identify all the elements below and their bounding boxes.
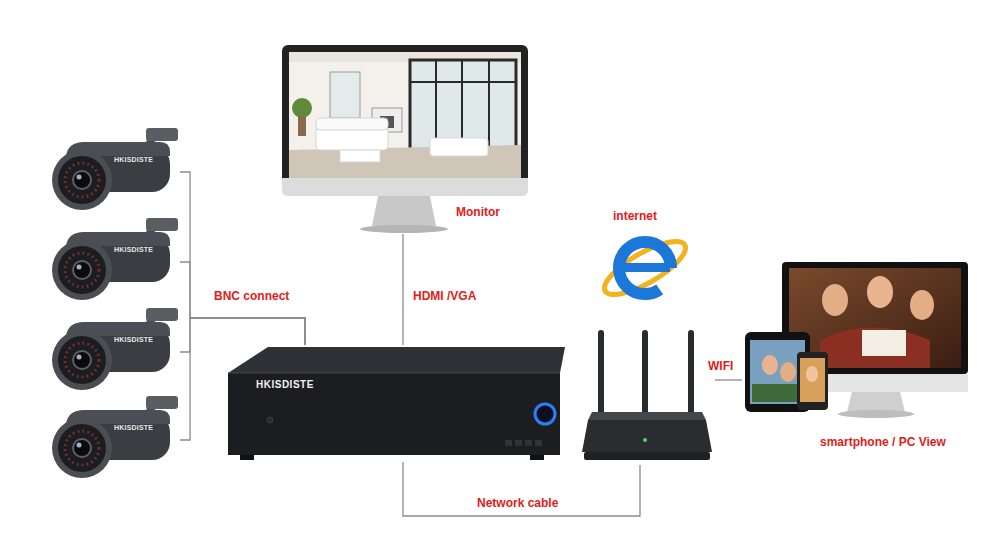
camera-label: HKISDISTE [114, 246, 153, 253]
devices-art-part [752, 384, 803, 402]
connector-line [180, 262, 305, 345]
devices-node: smartphone / PC View [742, 258, 974, 454]
connection-label: BNC connect [214, 289, 289, 303]
dvr-art-part [505, 440, 512, 446]
connector-line [180, 172, 305, 345]
devices-art-part [762, 355, 778, 375]
monitor-art-part [330, 72, 360, 118]
devices-art [745, 262, 968, 418]
monitor-art-part [410, 60, 516, 156]
camera-art [52, 128, 178, 478]
dvr-art-part [267, 417, 273, 423]
devices-art-part [780, 362, 796, 382]
monitor-node: Monitor [280, 44, 530, 234]
camera-node: HKISDISTE [48, 126, 180, 218]
devices-art-part [867, 276, 893, 308]
monitor-art-part [282, 178, 528, 196]
router-art-part [582, 420, 712, 452]
router-art-part [688, 330, 694, 418]
camera-node: HKISDISTE [48, 394, 180, 486]
camera-art-part [52, 128, 178, 210]
dvr-art [228, 347, 565, 460]
monitor-art-part [289, 52, 521, 178]
dvr-art-part [228, 373, 560, 455]
dvr-label: HKISDISTE [256, 379, 314, 390]
connection-label: HDMI /VGA [413, 289, 476, 303]
monitor-art-part [430, 138, 488, 156]
devices-art-part [820, 328, 930, 369]
camera-node: HKISDISTE [48, 216, 180, 308]
monitor-art-part [372, 196, 436, 226]
monitor-art-part [282, 45, 528, 190]
router-art-part [643, 438, 647, 442]
monitor-art-part [410, 81, 516, 83]
dvr-art-part [228, 373, 560, 374]
dvr-art-part [240, 455, 254, 460]
monitor-art-part [316, 118, 388, 130]
camera-label: HKISDISTE [114, 156, 153, 163]
dvr-art-part [515, 440, 522, 446]
camera-art-part [52, 396, 178, 478]
dvr-node: HKISDISTE [228, 345, 565, 462]
dvr-art-part [530, 455, 544, 460]
monitor-art-part [298, 116, 306, 136]
router-art-part [584, 452, 710, 460]
devices-art-part [838, 410, 914, 418]
router-art-part [588, 412, 706, 420]
camera-art-part [52, 218, 178, 300]
camera-node: HKISDISTE [48, 306, 180, 398]
devices-label: smartphone / PC View [820, 435, 946, 449]
monitor-art-part [340, 150, 380, 162]
monitor-art-part [360, 225, 448, 233]
router-art-part [598, 232, 693, 304]
devices-art-part [822, 284, 848, 316]
router-art-part [598, 330, 604, 418]
connector-line [403, 462, 640, 516]
connection-label: WIFI [708, 359, 733, 373]
dvr-art-part [535, 440, 542, 446]
router-art-part [620, 263, 670, 272]
devices-art-part [847, 392, 905, 412]
monitor-label: Monitor [456, 205, 500, 219]
devices-art-part [797, 352, 828, 410]
devices-art-part [910, 290, 934, 320]
connector-line [180, 318, 305, 352]
devices-art-part [862, 330, 906, 356]
router-node: internet [580, 205, 715, 465]
connector-line [402, 234, 403, 345]
monitor-art-part [292, 98, 312, 118]
router-art-part [619, 242, 671, 294]
devices-art-part [800, 358, 825, 402]
router-label: internet [613, 209, 657, 223]
connection-label: Network cable [477, 496, 558, 510]
camera-art-part [52, 308, 178, 390]
connector-line [715, 379, 742, 380]
camera-label: HKISDISTE [114, 336, 153, 343]
camera-label: HKISDISTE [114, 424, 153, 431]
monitor-art [282, 45, 528, 233]
dvr-art-part [228, 347, 565, 373]
devices-art-part [806, 366, 818, 382]
router-art-part [642, 330, 648, 418]
dvr-art-part [525, 440, 532, 446]
dvr-art-part [535, 404, 555, 424]
devices-art-part [750, 340, 805, 404]
router-art [582, 232, 712, 460]
